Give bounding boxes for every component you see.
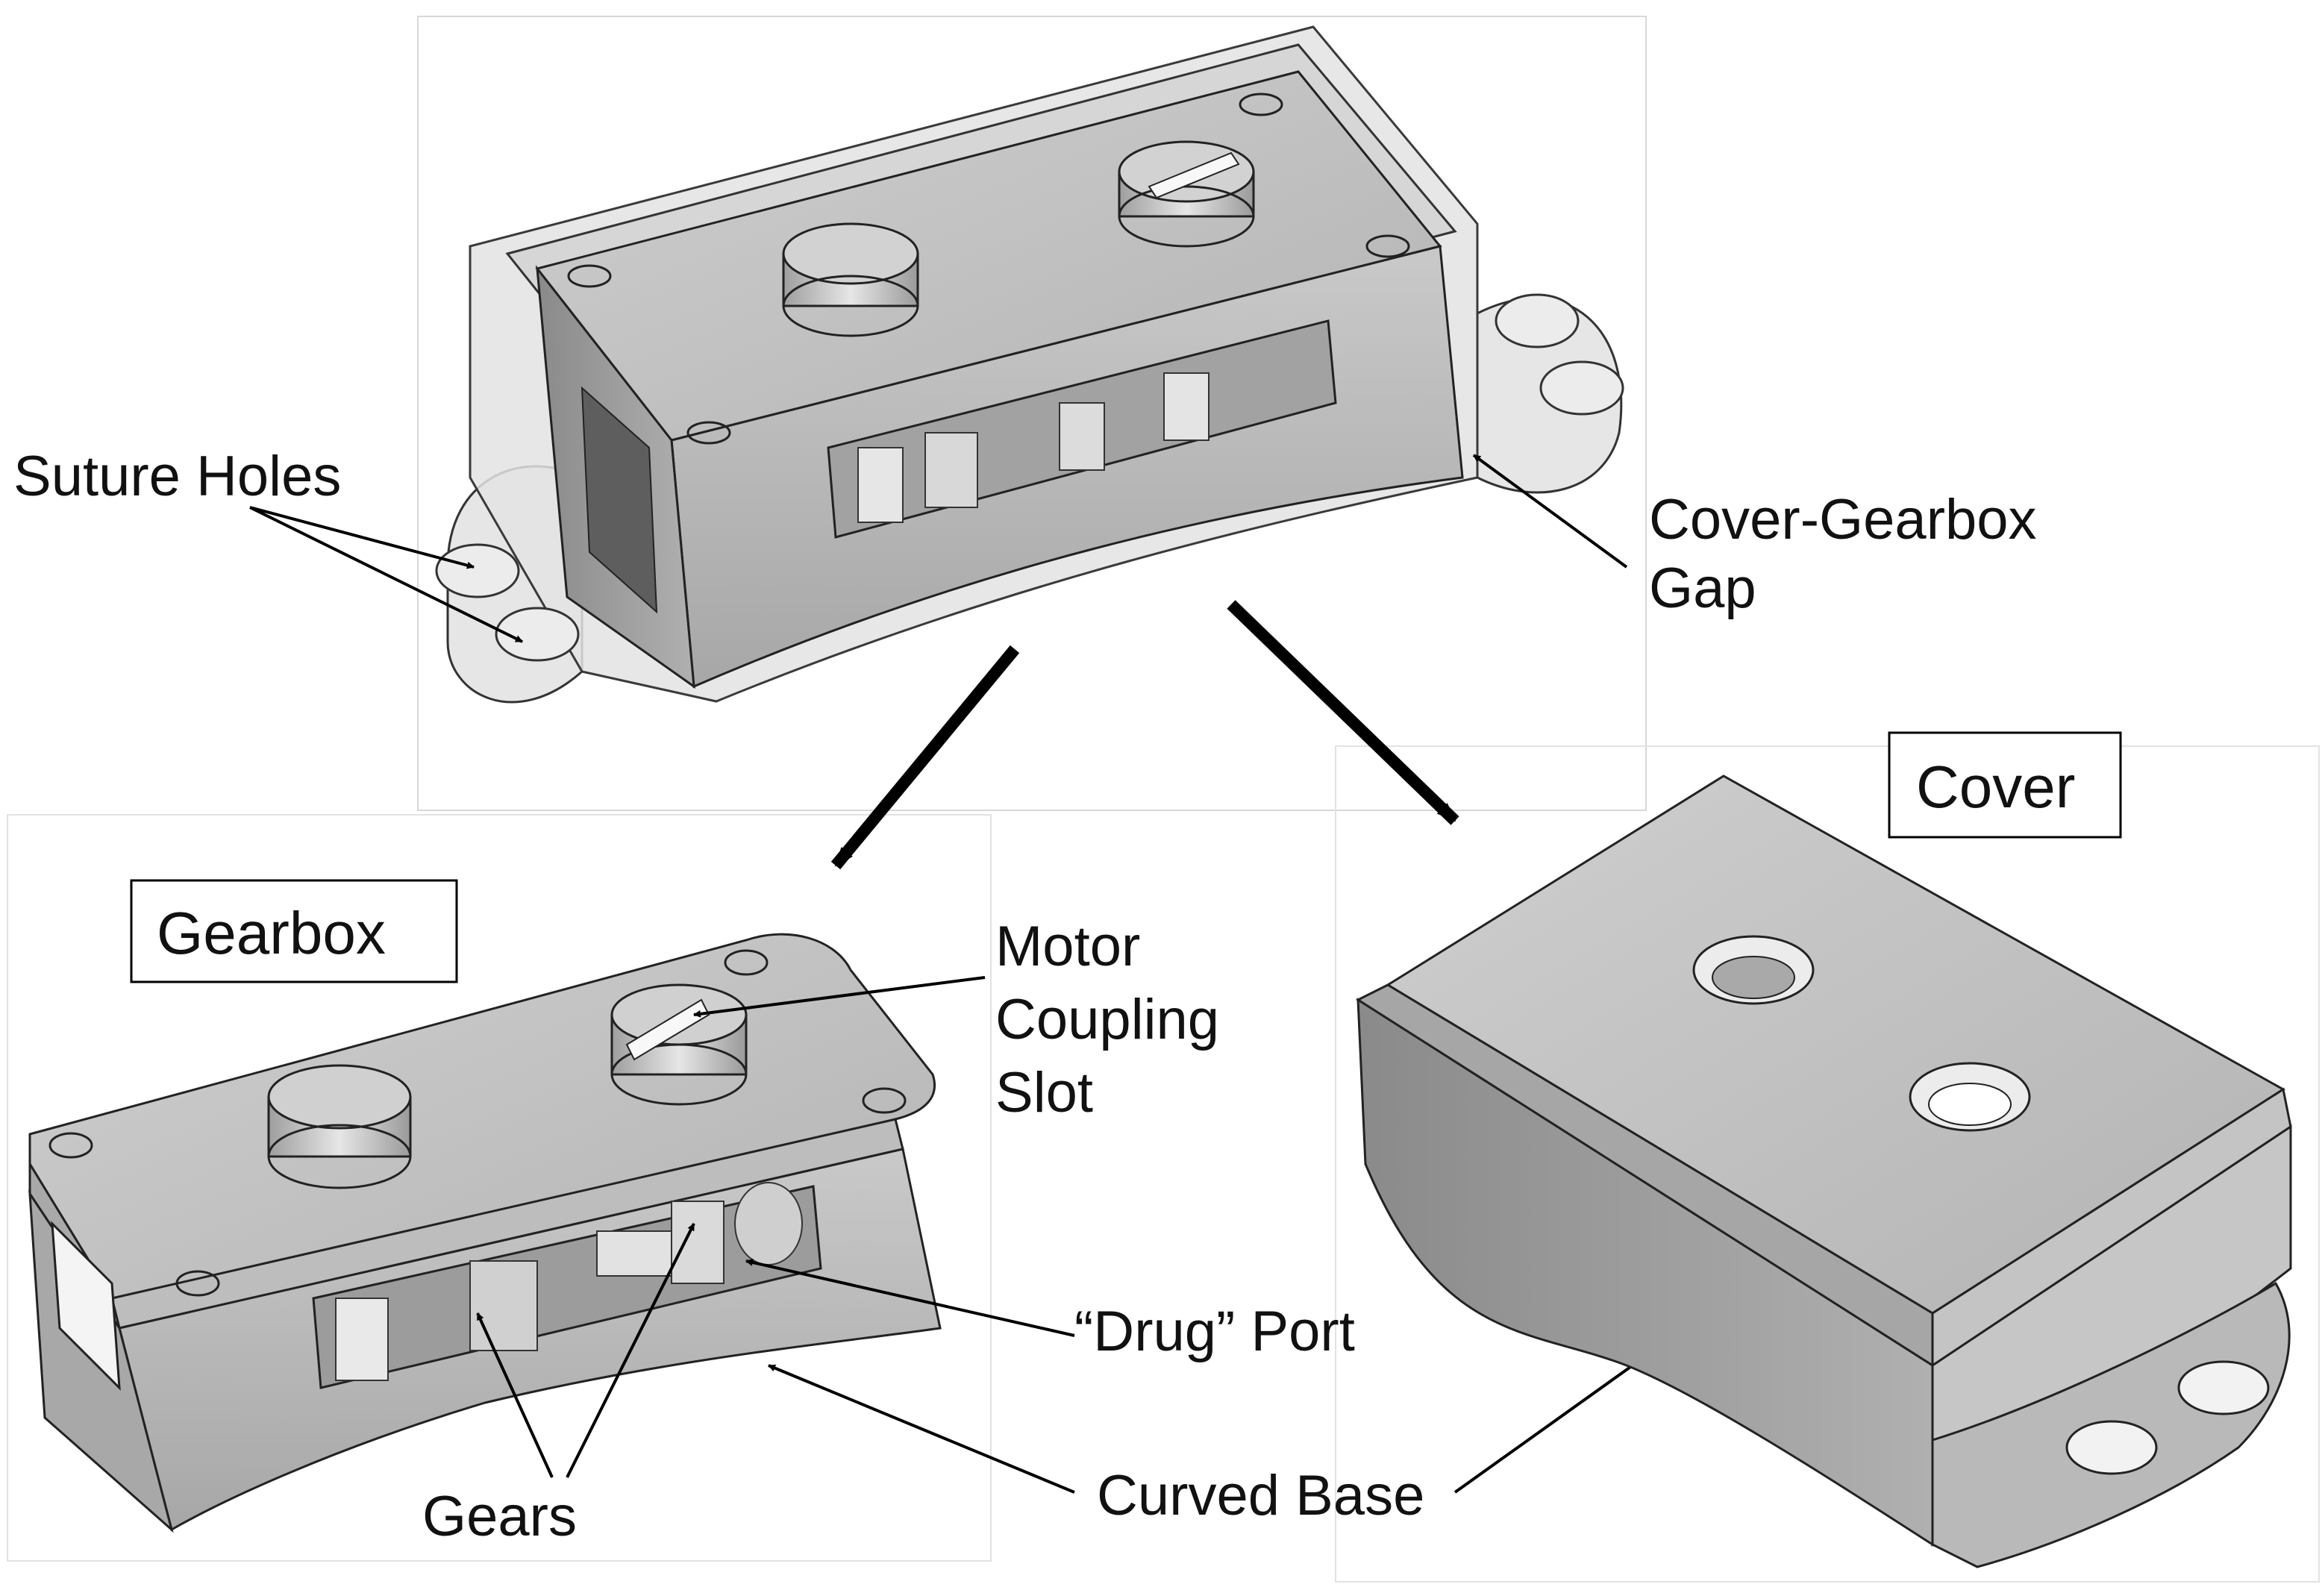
gearbox-screw-holes bbox=[48, 949, 907, 1297]
motor-coupling-label-line2: Coupling bbox=[995, 988, 1219, 1051]
gearbox-title: Gearbox bbox=[157, 900, 386, 966]
screw-holes-assembly bbox=[567, 93, 1410, 445]
drug-port-label: “Drug” Port bbox=[1074, 1300, 1355, 1363]
arrow-to-cover bbox=[1227, 600, 1459, 825]
side-window bbox=[580, 386, 658, 614]
cover-title: Cover bbox=[1916, 754, 2075, 820]
cover-panel-frame bbox=[1335, 745, 2320, 1583]
gears-pointer-2 bbox=[566, 1223, 695, 1478]
gears-label: Gears bbox=[422, 1485, 577, 1548]
gearbox-side-window bbox=[51, 1221, 121, 1391]
suture-pointer-2 bbox=[249, 506, 523, 643]
assembly-panel-frame bbox=[417, 16, 1647, 811]
cylinder-boss-assembly bbox=[782, 222, 919, 337]
motor-coupling-label-line1: Motor bbox=[995, 915, 1140, 978]
drug-port-pointer bbox=[745, 1259, 1075, 1337]
suture-holes-left bbox=[435, 543, 580, 662]
curved-base-pointer-cover bbox=[1453, 1342, 1665, 1494]
motor-coupling-label-line3: Slot bbox=[995, 1061, 1093, 1124]
suture-holes-right bbox=[1495, 293, 1624, 416]
arrow-to-gearbox bbox=[830, 645, 1020, 870]
cover-suture-holes bbox=[2065, 1360, 2270, 1475]
gear-teeth-assembly bbox=[857, 372, 1209, 523]
cover-top-holes bbox=[1692, 935, 2031, 1132]
motor-coupling-pointer bbox=[693, 976, 986, 1018]
motor-coupling-assembly bbox=[1118, 140, 1255, 248]
gearbox-title-box bbox=[130, 879, 458, 983]
curved-base-pointer-gearbox bbox=[768, 1364, 1075, 1494]
cover-part bbox=[1355, 774, 2292, 1568]
suture-pointer-1 bbox=[249, 506, 475, 569]
gearbox-gears bbox=[335, 1182, 803, 1381]
gearbox-cylinder-boss bbox=[267, 1064, 412, 1189]
suture-holes-label: Suture Holes bbox=[13, 445, 341, 508]
cover-front-face bbox=[1356, 998, 1934, 1547]
cover-gearbox-gap-label-line1: Cover-Gearbox bbox=[1649, 488, 2037, 551]
gears-pointer-1 bbox=[476, 1312, 554, 1478]
gearbox-part bbox=[28, 933, 942, 1533]
assembled-device bbox=[435, 25, 1624, 704]
cover-title-box bbox=[1888, 731, 2122, 839]
curved-base-label: Curved Base bbox=[1097, 1464, 1424, 1527]
gearbox-panel-frame bbox=[7, 814, 992, 1562]
cover-gearbox-gap-label-line2: Gap bbox=[1649, 557, 1756, 620]
gap-pointer bbox=[1472, 454, 1628, 569]
gearbox-motor-coupling bbox=[610, 983, 748, 1106]
